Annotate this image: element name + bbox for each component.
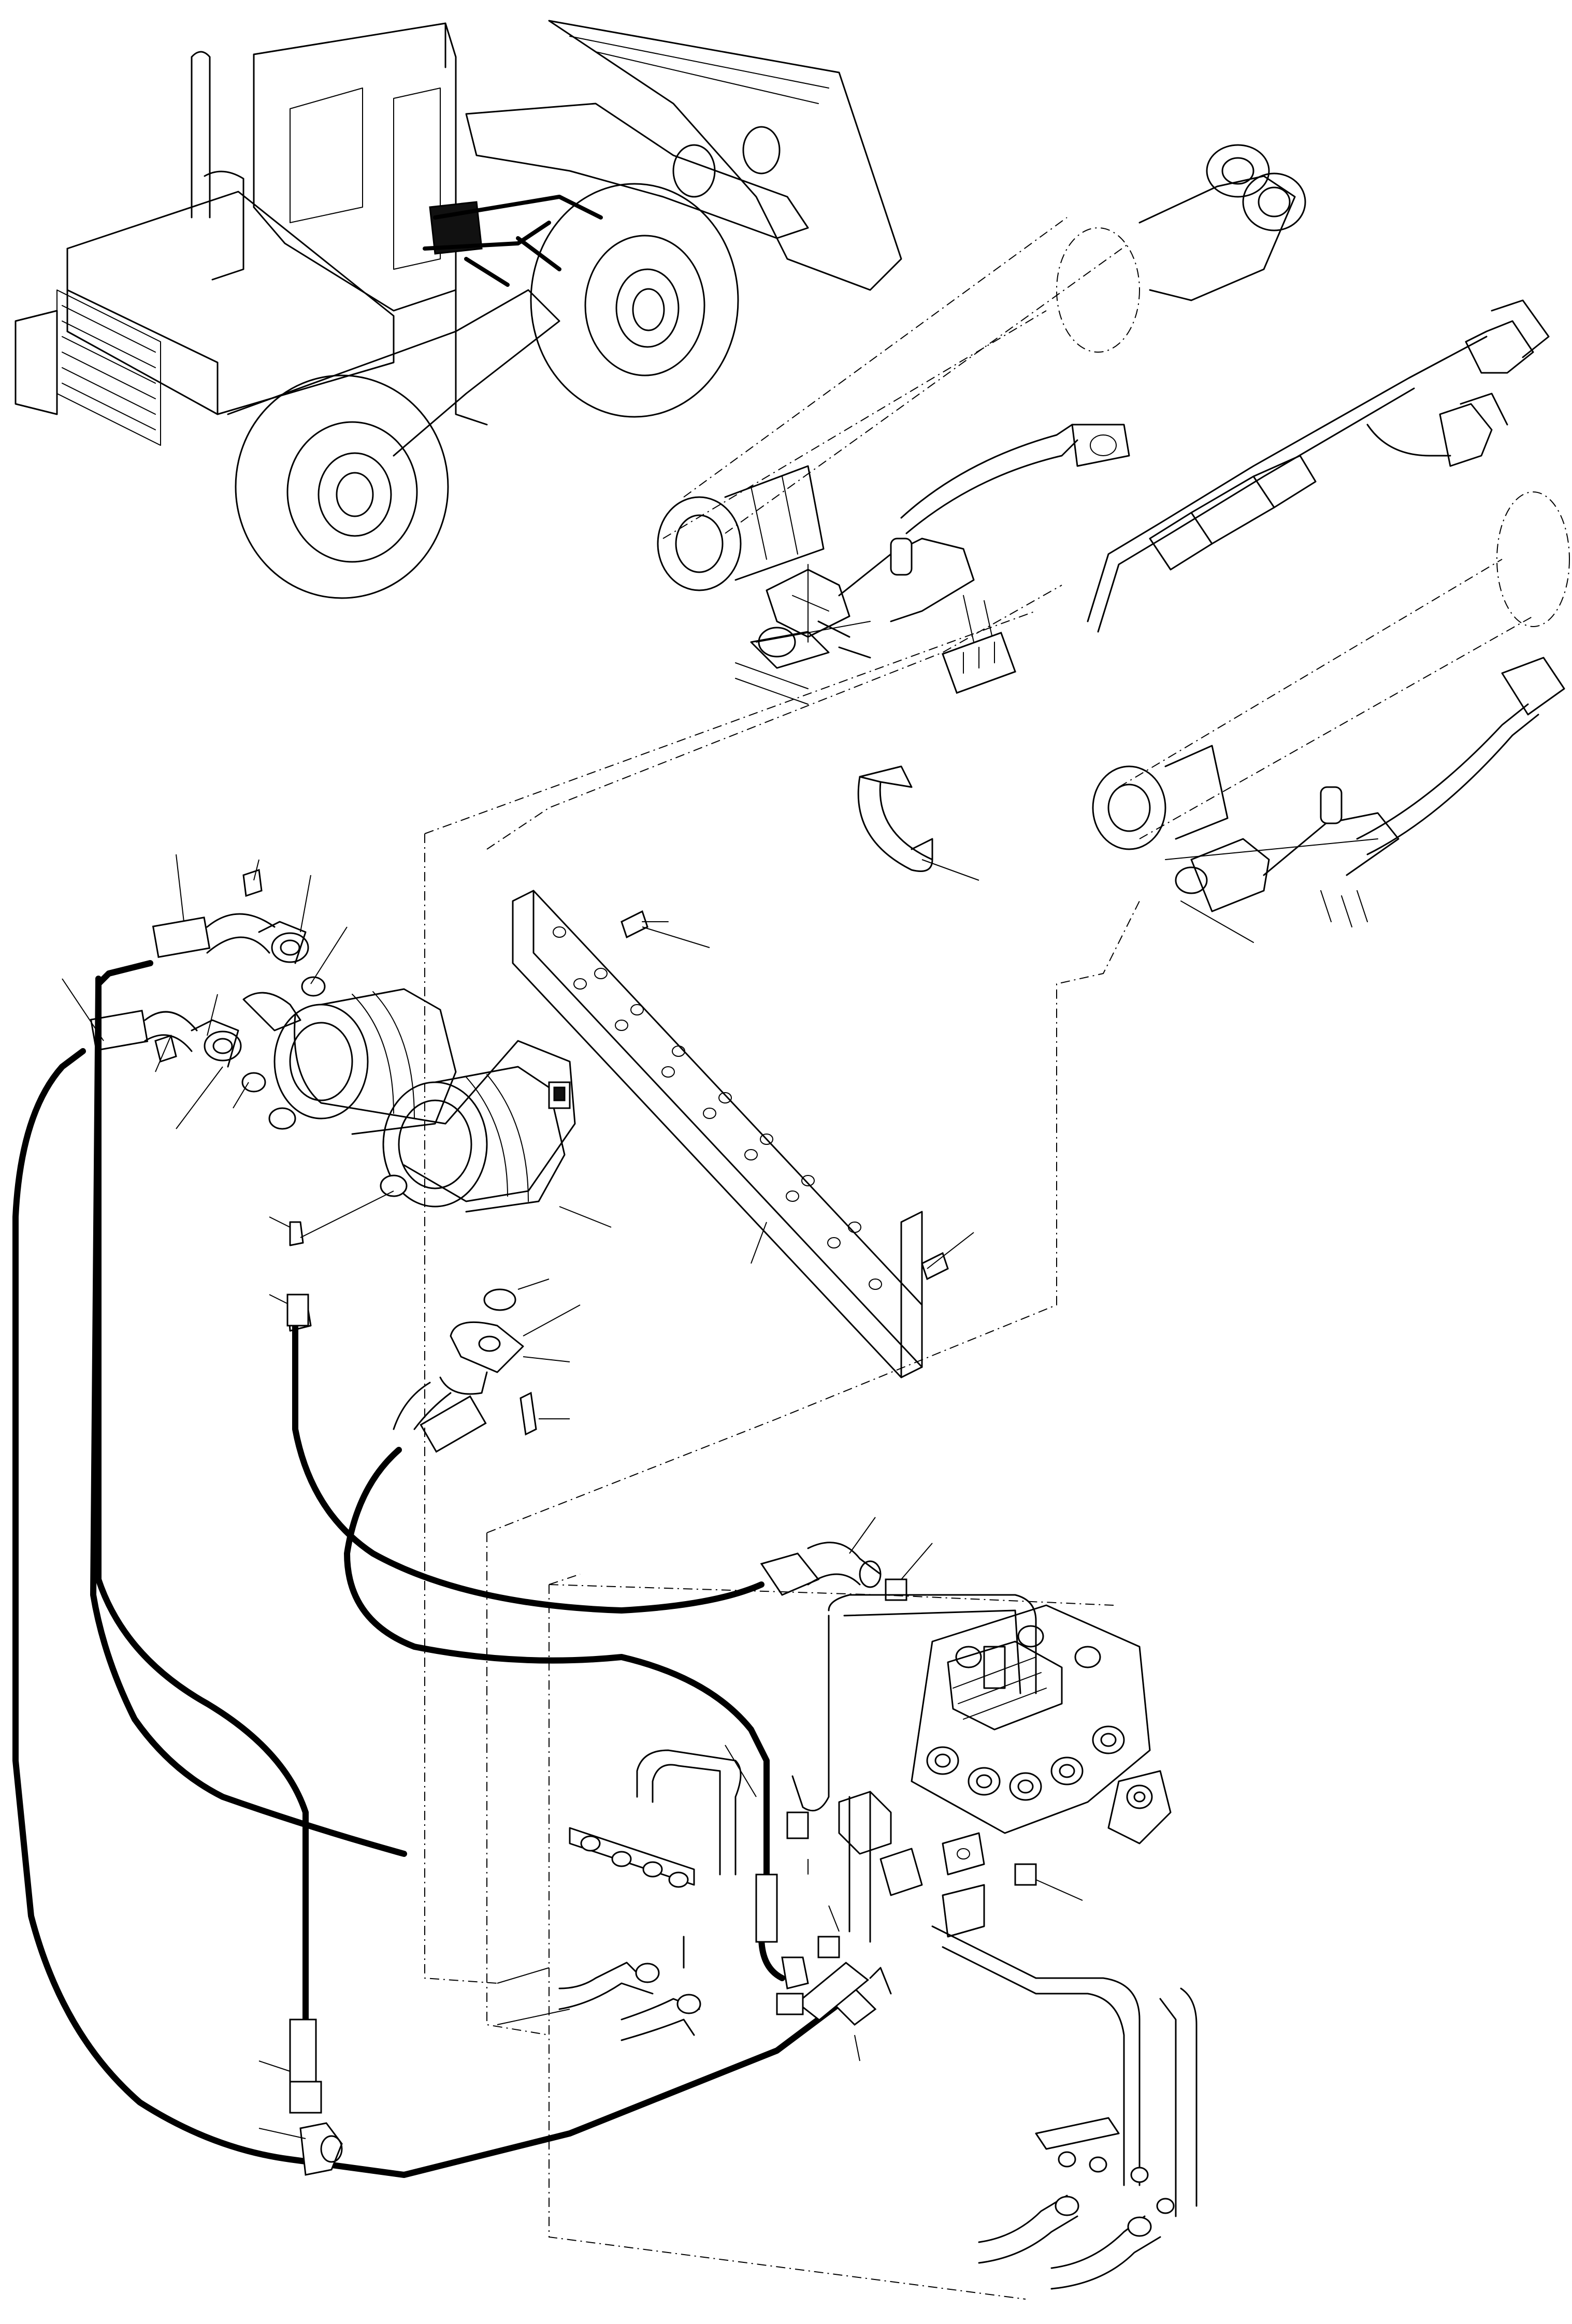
- lower-fittings-icon: [269, 1190, 581, 1453]
- lift-cylinder-left-icon: [657, 144, 1306, 705]
- valve-block-icon: [424, 585, 1198, 2300]
- bracket-icon: [512, 890, 974, 1378]
- accumulator-icon: [268, 988, 612, 1228]
- sensor-cable-icon: [942, 299, 1550, 694]
- wheel-loader-icon: [15, 20, 902, 599]
- fittings-icon: [62, 854, 348, 1129]
- lift-cylinder-right-icon: [1092, 491, 1570, 943]
- clamp-icon: [857, 765, 979, 881]
- hose-fittings-icon: [258, 1294, 1083, 2176]
- hose-icon: [12, 960, 842, 2178]
